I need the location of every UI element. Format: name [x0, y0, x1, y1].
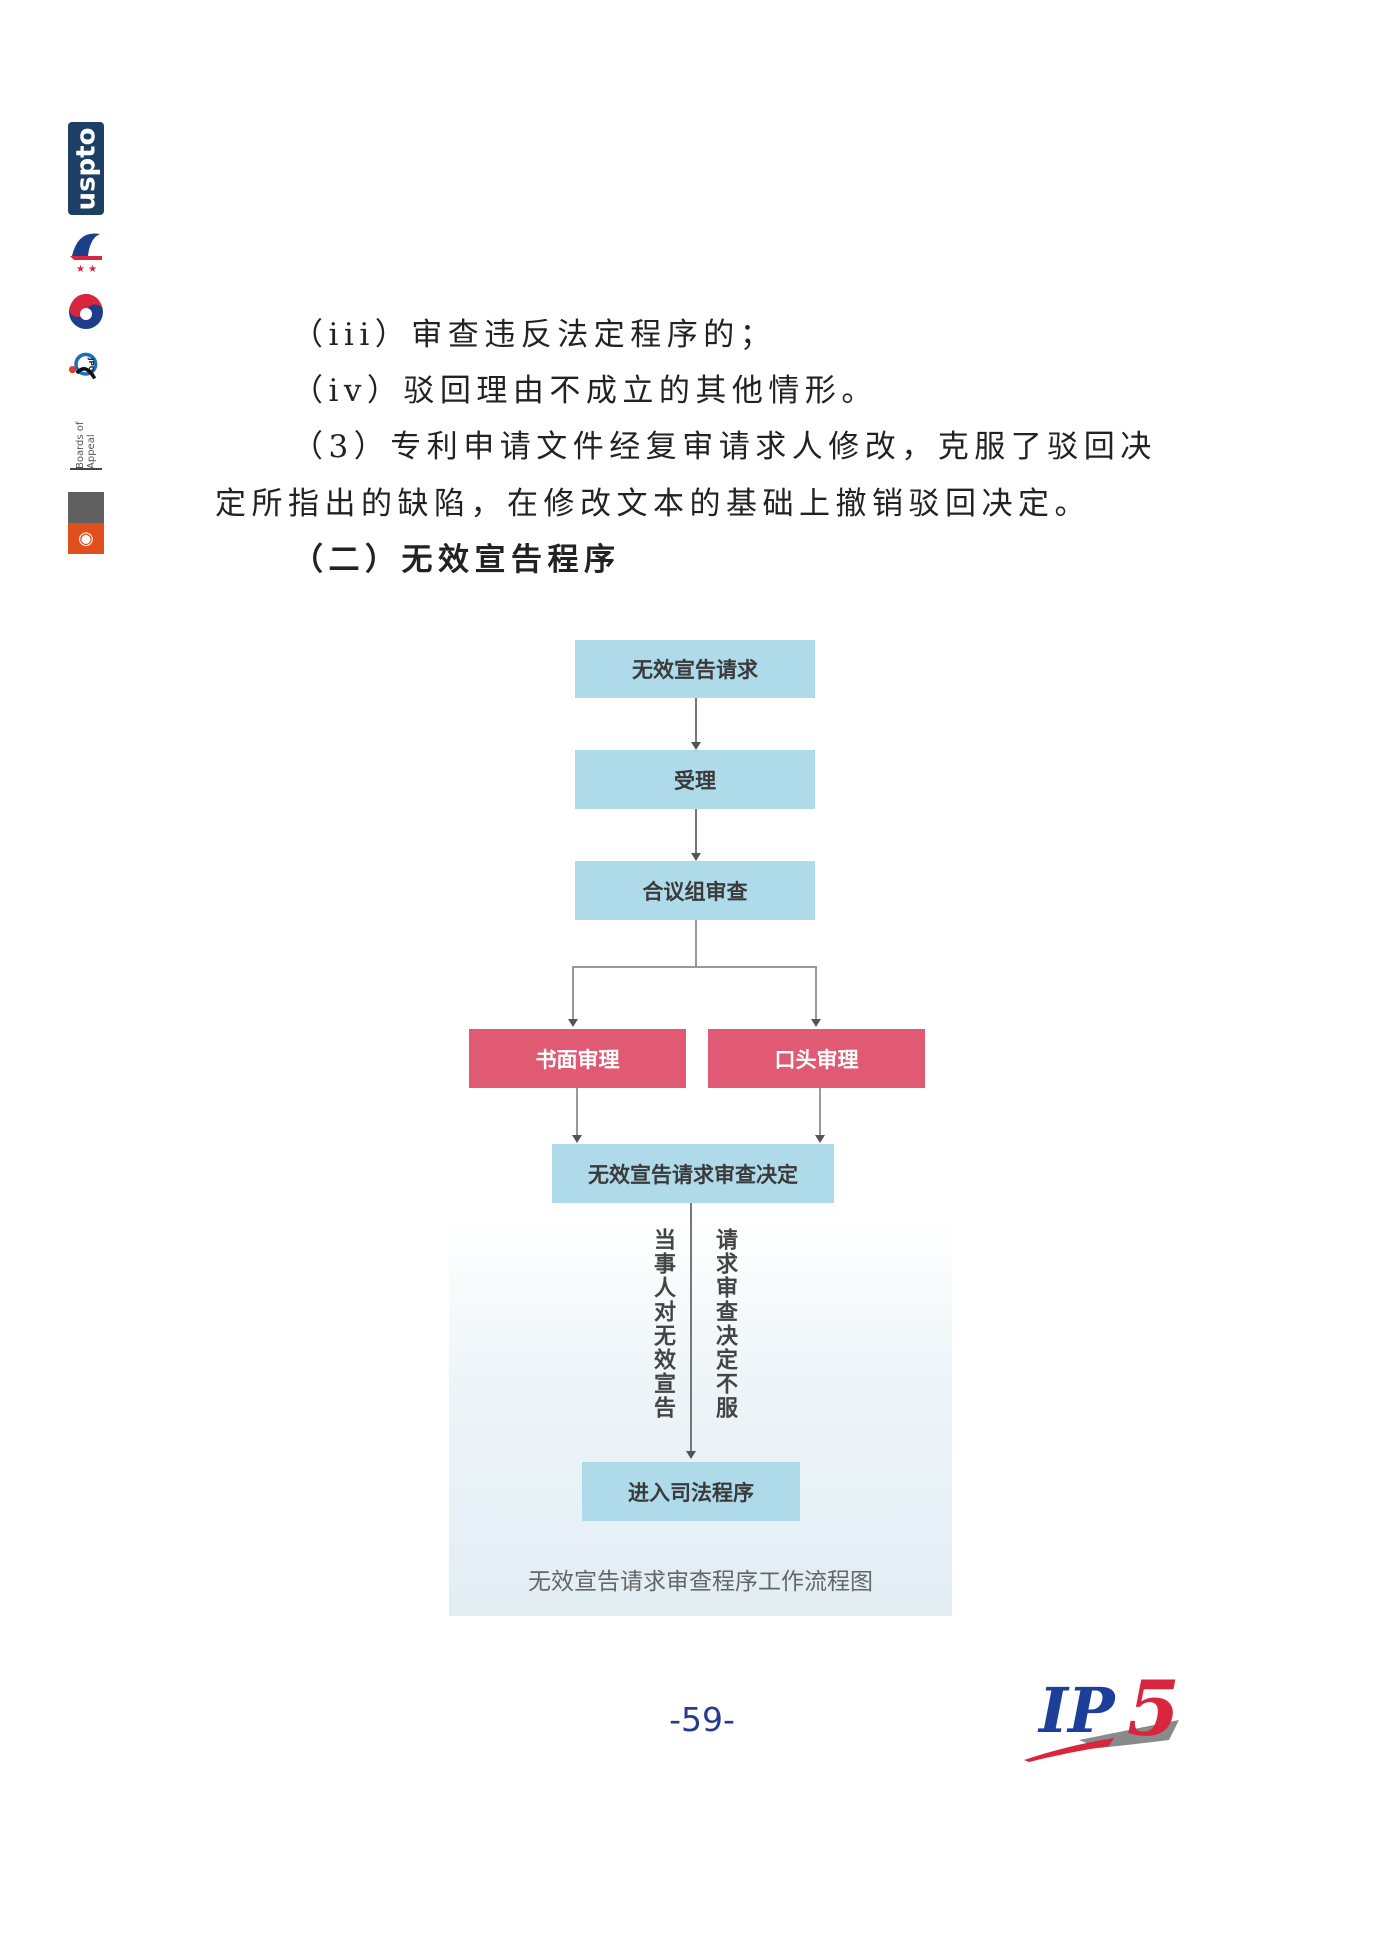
note-right: 请求审查决定不服 — [712, 1228, 737, 1420]
page-number: -59- — [669, 1700, 735, 1739]
jpo-logo-text: JPO — [87, 358, 95, 372]
flowchart-background — [449, 1219, 952, 1616]
epo-logo: ◉ — [68, 492, 104, 554]
connector — [819, 1088, 821, 1135]
step-judicial-procedure: 进入司法程序 — [582, 1462, 800, 1521]
paragraph-3-cont: 定所指出的缺陷，在修改文本的基础上撤销驳回决定。 — [215, 486, 1091, 522]
branch-line — [572, 966, 817, 968]
svg-text:★ ★: ★ ★ — [76, 264, 97, 275]
connector — [815, 966, 817, 1021]
flowchart-caption: 无效宣告请求审查程序工作流程图 — [528, 1569, 873, 1595]
section-heading: （二）无效宣告程序 — [292, 542, 621, 578]
arrow-icon — [815, 1135, 825, 1143]
arrow-icon — [572, 1135, 582, 1143]
jpo-emblem — [68, 352, 98, 380]
svg-text:5: 5 — [1127, 1664, 1180, 1753]
arrow-icon — [568, 1019, 578, 1027]
list-item-iv: （iv）驳回理由不成立的其他情形。 — [292, 373, 878, 409]
paragraph-3: （3）专利申请文件经复审请求人修改，克服了驳回决 — [292, 429, 1157, 465]
boards-of-appeal-logo: Boards of Appeal — [68, 398, 104, 483]
connector — [690, 1203, 692, 1453]
uspto-logo: uspto — [68, 122, 104, 215]
connector — [572, 966, 574, 1021]
list-item-iii: （iii）审查违反法定程序的； — [292, 317, 777, 353]
kipo-logo — [69, 294, 103, 329]
jpo-logo: JPO — [68, 348, 110, 384]
connector — [695, 809, 697, 853]
step-invalidation-request: 无效宣告请求 — [575, 640, 815, 698]
connector — [695, 698, 697, 742]
step-panel-examination: 合议组审查 — [575, 861, 815, 920]
sidebar-logos: uspto ★ ★ JPO Boards of Appeal ◉ — [68, 122, 104, 557]
ip5-logo: IP 5 — [1024, 1664, 1180, 1762]
arrow-icon — [691, 742, 701, 750]
svg-text:IP: IP — [1037, 1674, 1117, 1747]
arrow-icon — [691, 853, 701, 861]
step-oral-hearing: 口头审理 — [708, 1029, 925, 1088]
step-examination-decision: 无效宣告请求审查决定 — [552, 1144, 834, 1203]
step-acceptance: 受理 — [575, 750, 815, 809]
step-written-hearing: 书面审理 — [469, 1029, 686, 1088]
note-left: 当事人对无效宣告 — [650, 1228, 675, 1420]
arrow-icon — [686, 1451, 696, 1459]
connector — [695, 920, 697, 966]
arrow-icon — [811, 1019, 821, 1027]
connector — [576, 1088, 578, 1135]
cnipa-logo: ★ ★ — [70, 233, 102, 275]
